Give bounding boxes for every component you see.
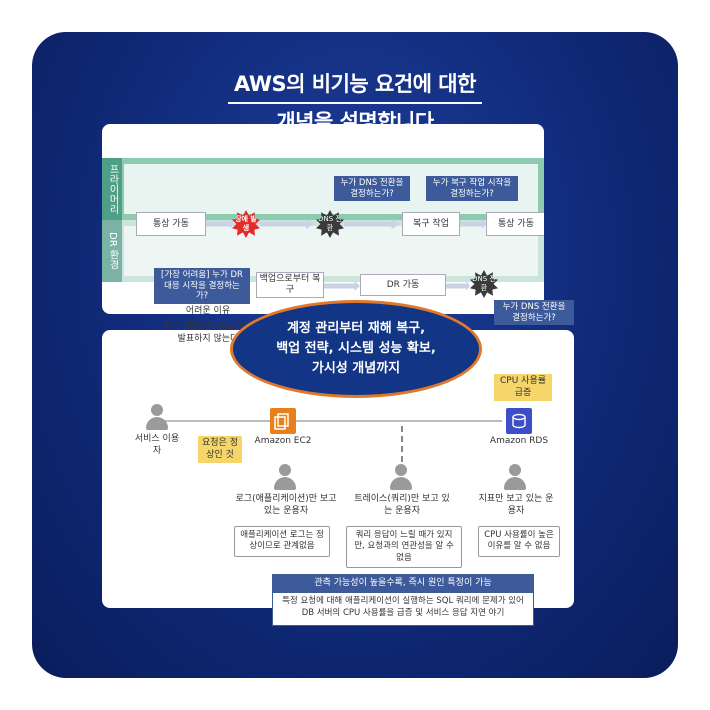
rds-icon bbox=[506, 408, 532, 434]
summary-body: 특정 요청에 대해 애플리케이션이 실행하는 SQL 쿼리에 문제가 있어 DB… bbox=[272, 592, 534, 626]
ec2-icon bbox=[270, 408, 296, 434]
center-highlight-oval: 계정 관리부터 재해 복구, 백업 전략, 시스템 성능 확보, 가시성 개념까… bbox=[230, 300, 482, 398]
step-normal-1: 통상 가동 bbox=[136, 212, 206, 236]
step-dr-run: DR 가동 bbox=[360, 274, 446, 296]
operator-trace-label: 트레이스(쿼리)만 보고 있는 운용자 bbox=[354, 494, 450, 516]
operator-log-icon bbox=[274, 464, 296, 490]
question-recovery: 누가 복구 작업 시작을 결정하는가? bbox=[426, 176, 518, 202]
step-normal-2: 통상 가동 bbox=[486, 212, 544, 236]
question-dr: [가장 어려움] 누가 DR 대응 시작을 결정하는가? bbox=[154, 268, 250, 304]
operator-metric-icon bbox=[504, 464, 526, 490]
question-dns-1: 누가 DNS 전환을 결정하는가? bbox=[334, 176, 410, 202]
service-user-icon bbox=[146, 404, 168, 430]
step-backup-restore: 백업으로부터 복구 bbox=[256, 272, 324, 298]
observability-panel: 서비스 이용자 요청은 정상인 것 Amazon EC2 CPU 사용률 급증 … bbox=[102, 330, 574, 626]
request-normal-note: 요청은 정상인 것 bbox=[198, 436, 242, 464]
ec2-label: Amazon EC2 bbox=[254, 436, 312, 446]
operator-log-label: 로그(애플리케이션)만 보고 있는 운용자 bbox=[235, 494, 337, 516]
lane-primary: 프라이머리 환경 bbox=[102, 158, 544, 220]
bubble-trace: 쿼리 응답이 느릴 때가 있지만, 요청과의 연관성을 알 수 없음 bbox=[346, 526, 462, 569]
bubble-log: 애플리케이션 로그는 정상이므로 관계없음 bbox=[234, 526, 330, 557]
operator-trace-icon bbox=[390, 464, 412, 490]
cpu-spike-note: CPU 사용률 급증 bbox=[494, 374, 552, 402]
bubble-metric: CPU 사용률이 높은 이유를 알 수 없음 bbox=[478, 526, 560, 557]
reason-text: 복구 '예정'은 AWS에서 발표하지 않는다 bbox=[163, 322, 253, 344]
title-line-1: AWS의 비기능 요건에 대한 bbox=[32, 68, 678, 104]
summary-header: 관측 가능성이 높을수록, 즉시 원인 특정이 가능 bbox=[272, 574, 534, 592]
rds-label: Amazon RDS bbox=[489, 436, 549, 446]
dr-flow-panel: 프라이머리 환경 DR 환경 누가 DNS 전환을 결정하는가? 누가 복구 작… bbox=[102, 124, 544, 314]
question-dns-2: 누가 DNS 전환을 결정하는가? bbox=[494, 300, 574, 326]
step-recovery: 복구 작업 bbox=[402, 212, 460, 236]
operator-metric-label: 지표만 보고 있는 운용자 bbox=[478, 494, 554, 516]
difficult-reason-label: 어려운 이유 bbox=[185, 306, 231, 314]
service-user-label: 서비스 이용자 bbox=[134, 434, 180, 456]
